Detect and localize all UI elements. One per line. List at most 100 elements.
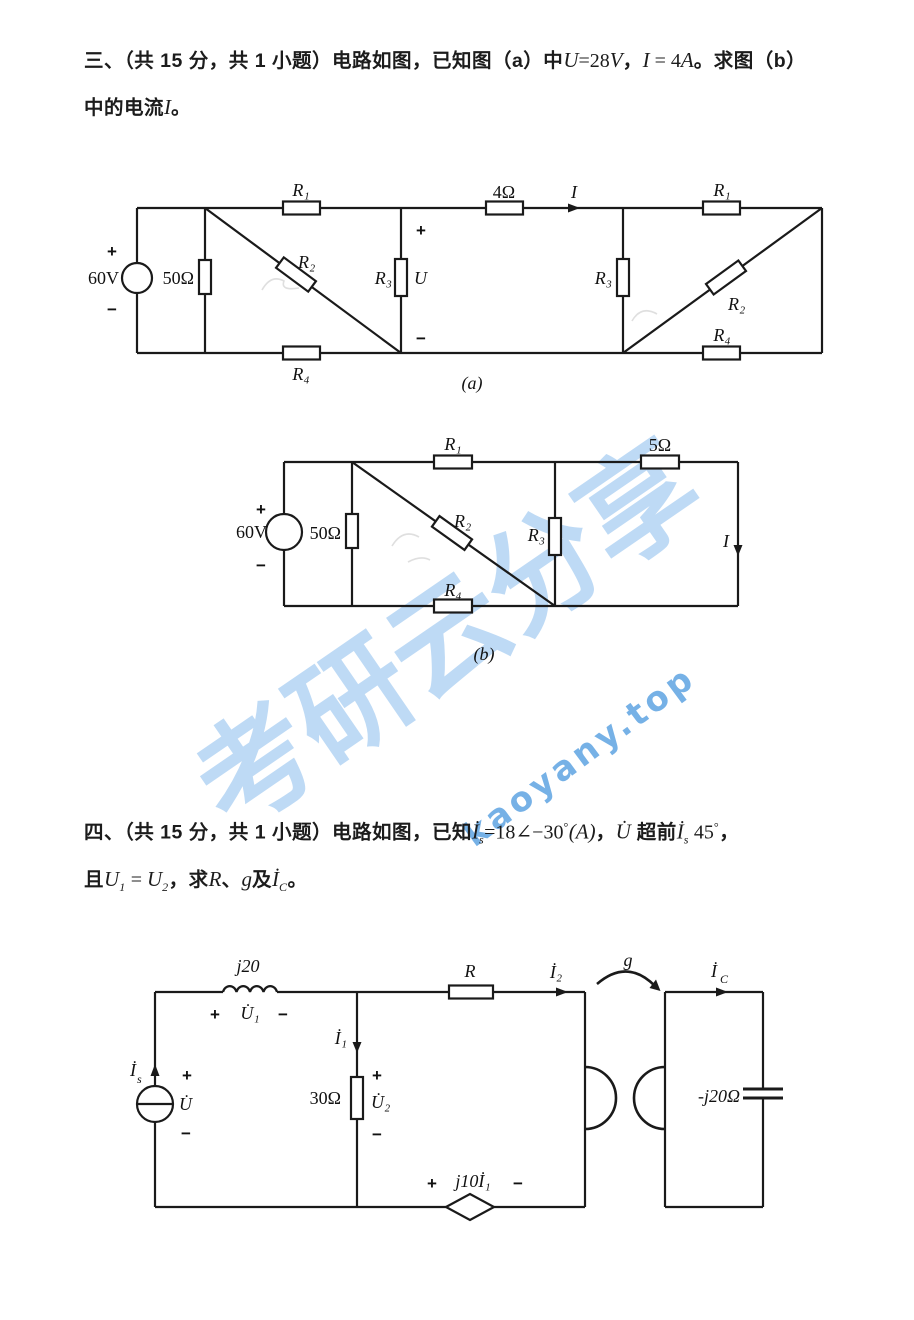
scan-artifact-a: [261, 278, 658, 322]
label-dep-source: j10İ₁: [453, 1171, 490, 1191]
p3-l2-var-i: I: [164, 95, 172, 119]
p3-l2a: 中的电流: [84, 97, 165, 119]
p4-is1-sub: s: [478, 832, 485, 847]
inductor-j20-coil: [221, 985, 279, 993]
coupling-bubbles: [584, 1065, 666, 1131]
p4-var-is2: İ: [676, 819, 684, 844]
resistor-r: [447, 984, 495, 1000]
p4-chaoqian: 超前: [630, 821, 677, 844]
resistor-r1-b: [432, 454, 474, 470]
label-4ohm-a: 4Ω: [493, 182, 515, 202]
p3-var-u: U: [563, 48, 579, 72]
label-i1: İ₁: [334, 1028, 347, 1048]
resistor-4ohm-a: [484, 200, 525, 216]
label-i-a: I: [570, 182, 578, 202]
label-r1-b: R₁: [443, 434, 461, 454]
label-r4-b: R₄: [443, 580, 461, 600]
dependent-source-diamond: [443, 1192, 497, 1222]
arrow-ic-right: [716, 987, 728, 997]
p3-unit-v: V: [609, 48, 623, 72]
problem4-line1: 四、（共 15 分，共 1 小题）电路如图，已知İs=18∠−30°(A)，U̇…: [84, 812, 739, 854]
minus-u2: −: [372, 1125, 382, 1144]
p4-l2a: 且: [84, 869, 105, 891]
minus-u-source: −: [181, 1124, 191, 1143]
p3-seg1: 三、（共 15 分，共 1 小题）电路如图，已知图（a）中: [84, 50, 564, 72]
label-u-a: U: [414, 268, 428, 288]
p4-var-r: R: [208, 867, 222, 891]
label-r3-left-a: R₃: [374, 268, 392, 288]
label-g: g: [624, 950, 633, 970]
resistor-50ohm-b: [344, 512, 360, 550]
problem4-line2: 且U1 = U2，求R、g及İC。: [84, 864, 308, 902]
arrow-i1-down: [352, 1042, 362, 1053]
resistor-r1-left-a: [281, 200, 322, 216]
p3-unit-a: A: [680, 48, 694, 72]
voltage-source-60v-b: [264, 512, 304, 552]
resistor-30ohm: [349, 1075, 365, 1121]
p4-var-u1: U: [104, 867, 120, 891]
p3-var-i: I: [642, 48, 650, 72]
p4-l2e: 。: [287, 869, 308, 891]
p4-u1-sub: 1: [119, 879, 126, 894]
capacitor-plates: [743, 1087, 783, 1100]
plus-u2: +: [372, 1066, 382, 1085]
minus-u-a: −: [416, 329, 426, 348]
label-ic-sub: C: [720, 972, 729, 986]
plus-u-a: +: [416, 221, 426, 240]
p4-is2-sub: s: [683, 832, 689, 847]
p4-seg1: 四、（共 15 分，共 1 小题）电路如图，已知: [84, 821, 472, 844]
minus-60v-b: −: [256, 556, 266, 575]
p4-comma1: ，: [595, 821, 616, 844]
label-30ohm: 30Ω: [310, 1088, 341, 1108]
resistor-r4-b: [432, 598, 474, 614]
scan-artifact-b: [391, 533, 431, 563]
label-r1-left-a: R₁: [291, 180, 309, 200]
label-r2-left-a: R₂: [297, 252, 315, 272]
figure-c-wires: [136, 990, 765, 1209]
current-arrow-i-a: [568, 203, 580, 213]
problem3-line2: 中的电流I。: [84, 92, 191, 123]
plus-60v-b: +: [256, 500, 266, 519]
resistor-r4-left-a: [281, 345, 322, 361]
caption-figure-a: (a): [462, 373, 483, 394]
p4-l2c: 、: [221, 869, 242, 891]
minus-dep-source: −: [513, 1174, 523, 1193]
p4-var-ic: İ: [272, 867, 280, 891]
plus-u-source: +: [182, 1066, 192, 1085]
p4-var-g: g: [241, 867, 253, 891]
label-udot: U̇: [179, 1093, 193, 1114]
label-u1: U̇₁: [240, 1002, 259, 1023]
label-r: R: [464, 961, 476, 981]
label-r2-b: R₂: [453, 511, 471, 531]
resistor-r3-b: [547, 516, 563, 557]
p4-45: 45: [688, 821, 714, 844]
label-u2: U̇₂: [371, 1091, 390, 1112]
p4-unit-a: (A): [568, 819, 596, 844]
label-is: İ: [129, 1060, 137, 1080]
p3-eq28: =28: [578, 50, 610, 72]
current-arrow-i-b: [733, 545, 743, 556]
p4-deg2: °: [713, 820, 720, 834]
problem3-line1: 三、（共 15 分，共 1 小题）电路如图，已知图（a）中U=28V，I = 4…: [84, 45, 806, 76]
resistor-r1-right-a: [701, 200, 742, 216]
resistor-r3-right-a: [615, 257, 631, 298]
p4-l2d: 及: [252, 869, 273, 891]
label-r3-right-a: R₃: [594, 268, 612, 288]
label-r4-right-a: R₄: [712, 325, 730, 345]
g-transfer-arrow-curve: [596, 970, 656, 987]
caption-figure-b: (b): [474, 644, 495, 665]
label-r4-left-a: R₄: [291, 364, 309, 384]
p4-angle-expr: =18∠−30: [484, 821, 564, 844]
minus-60v-a: −: [107, 300, 117, 319]
p4-deg1: °: [563, 820, 569, 834]
label-r3-b: R₃: [527, 525, 545, 545]
label-ic: İ: [710, 961, 718, 981]
p3-eq4: = 4: [649, 50, 681, 72]
resistor-r2-left-a: [274, 255, 318, 294]
label-r2-right-a: R₂: [727, 294, 745, 314]
p3-seg5: 。求图（b）: [693, 50, 807, 72]
label-is-sub: s: [137, 1072, 142, 1086]
resistor-5ohm-b: [639, 454, 681, 470]
current-source-arrow-up: [150, 1064, 160, 1076]
